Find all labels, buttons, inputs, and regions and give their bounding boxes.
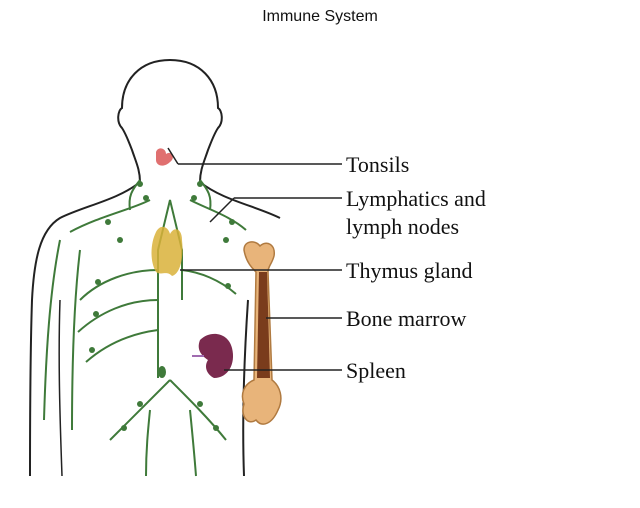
bone [241,241,282,425]
tonsils-shape [156,148,173,166]
label-lymphatics-line2: lymph nodes [346,214,459,239]
lymphatic-network [43,179,247,477]
label-tonsils: Tonsils [346,152,409,177]
diagram-title: Immune System [262,8,378,25]
leader-lines [167,147,342,371]
lymph-nodes [89,181,235,431]
thymus-shape [151,226,183,276]
label-bone-marrow: Bone marrow [346,306,466,331]
label-lymphatics-line1: Lymphatics and [346,186,486,211]
label-spleen: Spleen [346,358,406,383]
label-thymus: Thymus gland [346,258,473,283]
bone-marrow-shape [257,272,270,378]
spleen-shape [198,333,234,378]
left-arm-outline [58,299,63,477]
